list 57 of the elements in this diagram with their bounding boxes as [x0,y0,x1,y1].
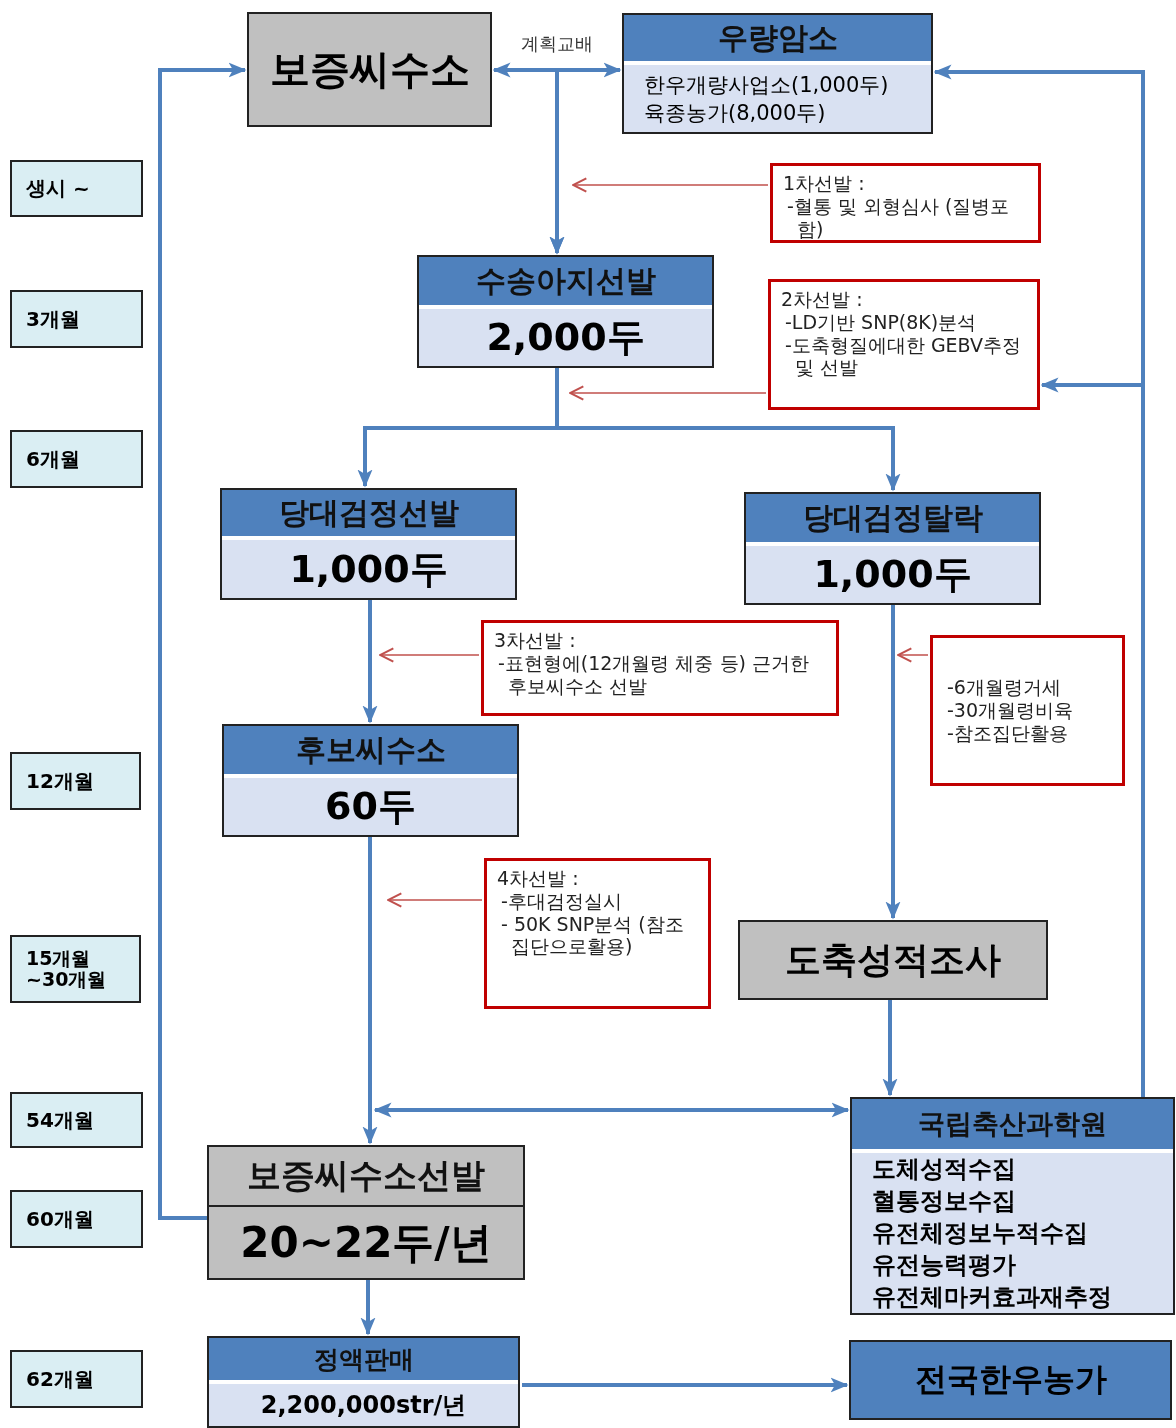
note-item: - 50K SNP분석 (참조집단으로활용) [500,912,685,959]
note-item: -6개월령거세 [946,676,1062,700]
arrow [362,600,378,724]
list-item: 혈통정보수집 [872,1186,1016,1217]
double-arrow [373,1102,850,1118]
note-heading: 1차선발 : [783,172,866,195]
time-label: 54개월 [10,1092,143,1148]
note-item: -혈통 및 외형심사 (질병포함) [786,194,1011,241]
note-box [481,620,839,716]
note-heading: 2차선발 : [781,288,864,311]
arrow [572,177,769,193]
time-label: 12개월 [10,752,141,810]
count-panel: 1,000두 [746,546,1039,603]
count-panel: 2,000두 [419,309,712,366]
note-box [484,858,711,1009]
count-panel: 1,000두 [222,540,515,598]
time-label: 62개월 [10,1350,143,1408]
list-item: 한우개량사업소(1,000두) [644,71,889,99]
arrow [522,1377,849,1393]
time-label: 60개월 [10,1190,143,1248]
count-panel: 2,200,000str/년 [209,1384,518,1426]
list-item: 유전체정보누적수집 [872,1218,1088,1249]
arrow [555,368,901,492]
process-box: 보증씨수소 [247,12,492,127]
list-item: 유전능력평가 [872,1250,1016,1281]
arrow [158,62,247,1220]
note-item: -30개월령비육 [946,699,1075,722]
result-box: 전국한우농가 [849,1340,1172,1420]
note-box [768,279,1040,410]
note-box [930,635,1125,786]
arrow [360,1280,376,1336]
process-box: 도축성적조사 [738,920,1048,1000]
time-label: 생시 ~ [10,160,143,217]
note-box [770,163,1041,243]
note-item: -표현형에(12개월령 체중 등) 근거한 후보씨수소 선발 [497,651,810,698]
arrow [387,892,483,908]
arrow [362,837,378,1145]
count-panel: 20~22두/년 [209,1207,523,1278]
list-item: 유전체마커효과재추정 [872,1282,1112,1313]
arrow [897,647,929,663]
arrow [882,1000,898,1097]
note-heading: 4차선발 : [497,867,580,890]
box-heading: 보증씨수소선발 [209,1147,523,1207]
time-label: 15개월 ~30개월 [10,935,141,1003]
list-item: 도체성적수집 [872,1154,1016,1185]
arrow [379,647,480,663]
arrow [569,385,767,401]
note-item: -LD기반 SNP(8K)분석 [784,310,978,334]
time-label: 6개월 [10,430,143,488]
note-item: -참조집단활용 [946,721,1069,745]
note-item: -후대검정실시 [500,889,623,913]
note-item: -도축형질에대한 GEBV추정 및 선발 [784,333,1023,380]
note-heading: 3차선발 : [494,629,577,652]
arrow [885,605,901,920]
list-item: 육종농가(8,000두) [644,99,826,127]
time-label: 3개월 [10,290,143,348]
count-panel: 60두 [224,778,517,835]
